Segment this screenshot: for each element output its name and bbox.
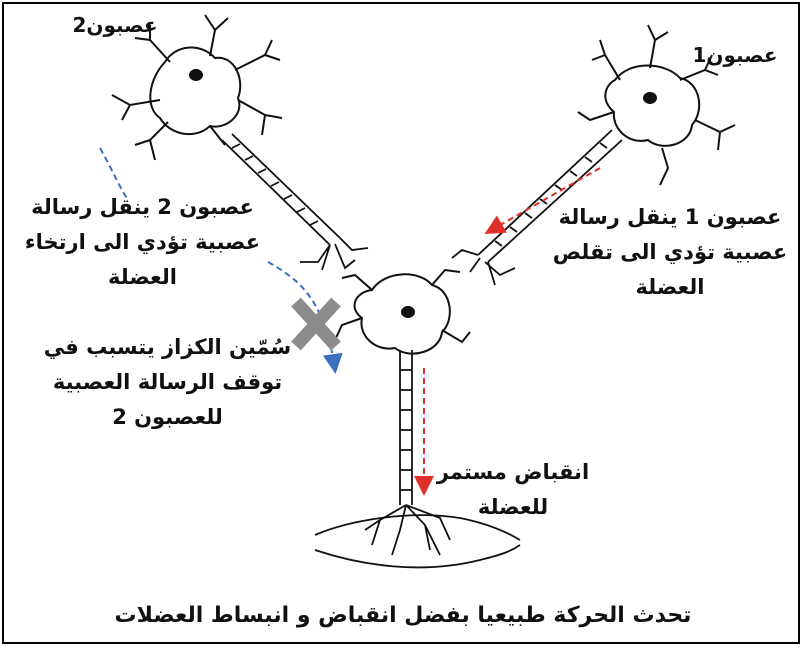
motor-neuron-cell xyxy=(335,270,470,354)
neuron-1-label: عصبون1 xyxy=(680,38,790,73)
neuron-2-message-line-3: العضلة xyxy=(10,260,275,295)
neuron-2-message: عصبون 2 ينقل رسالة عصبية تؤدي الى ارتخاء… xyxy=(10,190,275,295)
neuron-1-nucleus xyxy=(644,93,656,103)
tetanus-note-line-1: سُمّين الكزاز يتسبب في xyxy=(40,330,295,365)
tetanus-note-line-3: للعصبون 2 xyxy=(40,400,295,435)
contraction-note-line-2: للعضلة xyxy=(428,490,598,525)
contraction-note: انقباض مستمر للعضلة xyxy=(428,455,598,525)
neuron-1-message: عصبون 1 ينقل رسالة عصبية تؤدي الى تقلص ا… xyxy=(540,200,800,305)
block-x-mark xyxy=(296,302,336,346)
motor-neuron-nucleus xyxy=(402,307,414,317)
neuron-1-message-line-1: عصبون 1 ينقل رسالة xyxy=(540,200,800,235)
neuron-2-nucleus xyxy=(190,70,202,80)
tetanus-note: سُمّين الكزاز يتسبب في توقف الرسالة العص… xyxy=(40,330,295,435)
tetanus-note-line-2: توقف الرسالة العصبية xyxy=(40,365,295,400)
neuron-1-message-line-2: عصبية تؤدي الى تقلص xyxy=(540,235,800,270)
neuron-2-label: عصبون2 xyxy=(60,8,170,43)
motor-neuron-axon xyxy=(400,350,412,505)
neuron-1-message-line-3: العضلة xyxy=(540,270,800,305)
neuron-2-message-line-1: عصبون 2 ينقل رسالة xyxy=(10,190,275,225)
caption: تحدث الحركة طبيعيا بفضل انقباض و انبساط … xyxy=(0,603,806,628)
contraction-note-line-1: انقباض مستمر xyxy=(428,455,598,490)
neuron-2-message-line-2: عصبية تؤدي الى ارتخاء xyxy=(10,225,275,260)
